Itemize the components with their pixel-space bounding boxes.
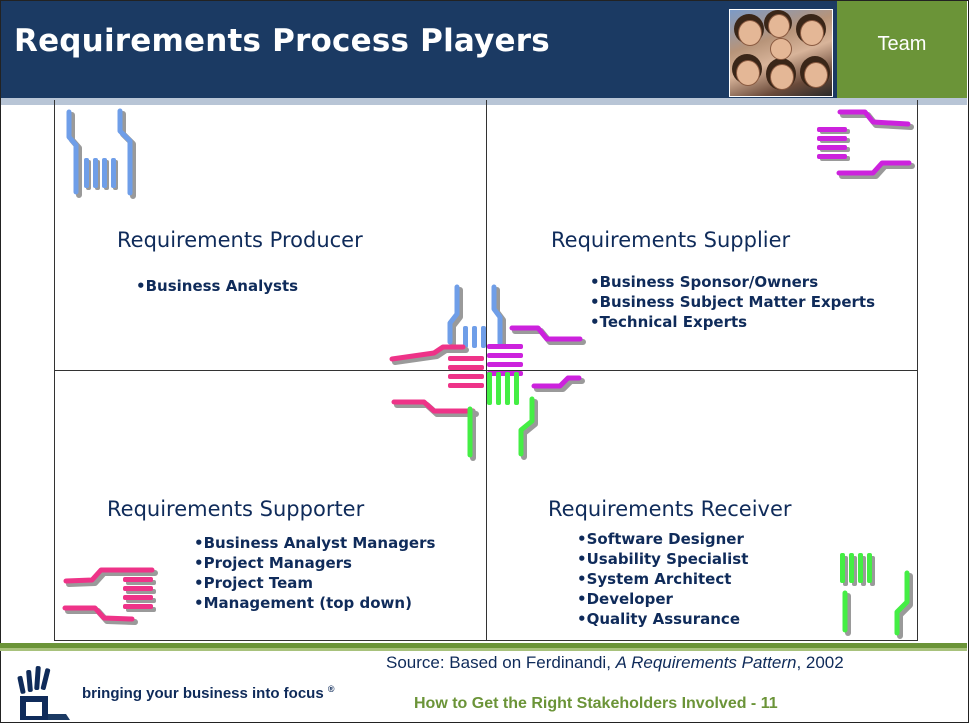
- list-item: •Business Subject Matter Experts: [590, 293, 876, 311]
- pink-hand-icon: [62, 567, 158, 625]
- supporter-title: Requirements Supporter: [107, 497, 365, 521]
- footer-divider: [0, 643, 967, 648]
- list-item: •Project Managers: [194, 554, 352, 572]
- list-item: •Business Analyst Managers: [194, 534, 436, 552]
- list-item: •System Architect: [577, 570, 732, 588]
- grid-line-horizontal: [54, 370, 918, 371]
- green-hand-icon: [840, 553, 913, 639]
- joined-hands-icon: [389, 284, 586, 461]
- source-suffix: , 2002: [796, 653, 844, 672]
- source-citation: Source: Based on Ferdinandi, A Requireme…: [386, 653, 844, 673]
- registered-mark: ®: [327, 684, 335, 694]
- list-item: •Project Team: [194, 574, 314, 592]
- receiver-title: Requirements Receiver: [548, 497, 792, 521]
- company-logo-icon: [17, 666, 70, 720]
- supporter-list: •Business Analyst Managers •Project Mana…: [194, 533, 435, 613]
- header-divider: [1, 98, 967, 105]
- tagline-text: bringing your business into focus: [82, 685, 324, 702]
- page-title: Requirements Process Players: [14, 23, 550, 59]
- receiver-list: •Software Designer •Usability Specialist…: [577, 529, 748, 629]
- grid-line-bottom: [54, 640, 918, 641]
- supplier-list: •Business Sponsor/Owners •Business Subje…: [590, 272, 875, 332]
- list-item: •Quality Assurance: [577, 610, 741, 628]
- tagline: bringing your business into focus ®: [82, 684, 335, 702]
- team-photo: [729, 9, 833, 97]
- header-bar: Requirements Process Players: [1, 1, 887, 98]
- blue-hand-icon: [66, 108, 136, 199]
- list-item: •Developer: [577, 590, 673, 608]
- source-title: A Requirements Pattern: [615, 653, 797, 672]
- list-item: •Management (top down): [194, 594, 412, 612]
- tab-team[interactable]: Team: [837, 1, 967, 98]
- producer-list: •Business Analysts: [136, 276, 298, 296]
- tab-team-label: Team: [877, 33, 927, 55]
- list-item: •Software Designer: [577, 530, 744, 548]
- list-item: •Business Analysts: [136, 277, 299, 295]
- footer-divider-light: [0, 648, 967, 651]
- producer-title: Requirements Producer: [117, 228, 363, 252]
- source-prefix: Source: Based on Ferdinandi,: [386, 653, 616, 672]
- slide-footer: How to Get the Right Stakeholders Involv…: [414, 695, 778, 712]
- list-item: •Usability Specialist: [577, 550, 749, 568]
- list-item: •Business Sponsor/Owners: [590, 273, 819, 291]
- supplier-title: Requirements Supplier: [551, 228, 791, 252]
- magenta-hand-icon: [817, 109, 915, 179]
- list-item: •Technical Experts: [590, 313, 748, 331]
